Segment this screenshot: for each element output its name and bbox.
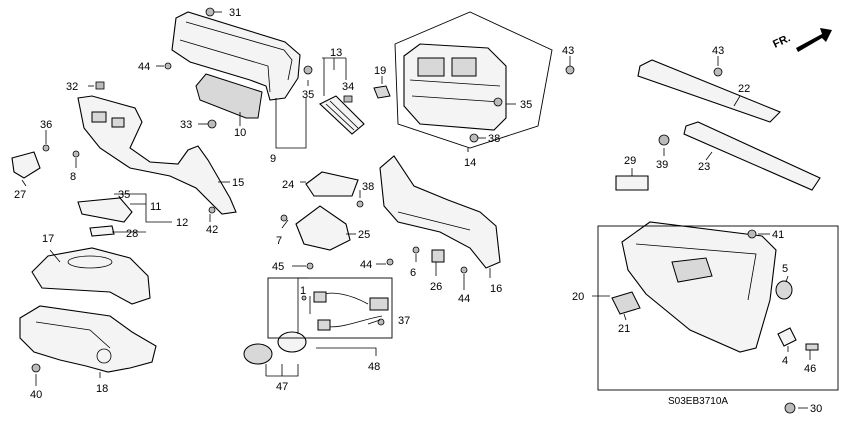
callout-44-a: 44	[138, 61, 150, 73]
diagram-code: S03EB3710A	[668, 396, 728, 407]
glove-box-part	[621, 221, 777, 353]
callout-38-b: 38	[488, 133, 500, 145]
label-29-part	[615, 175, 649, 191]
callout-30: 30	[810, 403, 822, 415]
front-direction-indicator: FR.	[771, 28, 832, 52]
callout-16: 16	[490, 283, 502, 295]
callout-31: 31	[229, 7, 241, 19]
pocket-24-part	[305, 171, 359, 197]
rail-23-part	[683, 121, 821, 191]
callout-40: 40	[30, 389, 42, 401]
callout-47: 47	[276, 381, 288, 393]
callout-19: 19	[374, 65, 386, 77]
callout-10: 10	[234, 127, 246, 139]
cap-19-part	[373, 85, 391, 99]
callout-48: 48	[368, 361, 380, 373]
callout-29: 29	[624, 155, 636, 167]
callout-28: 28	[126, 228, 138, 240]
callout-34: 34	[342, 81, 354, 93]
callout-9: 9	[270, 153, 276, 165]
callout-43-a: 43	[562, 45, 574, 57]
callout-23: 23	[698, 161, 710, 173]
callout-35-b: 35	[118, 189, 130, 201]
callout-45: 45	[272, 261, 284, 273]
center-panel-part	[403, 43, 507, 131]
latch-21-part	[611, 291, 641, 315]
bracket-25-part	[295, 205, 351, 251]
callout-8: 8	[70, 171, 76, 183]
harness-48-part	[313, 291, 389, 331]
callout-33: 33	[180, 119, 192, 131]
front-direction-label: FR.	[771, 32, 792, 50]
callout-32: 32	[66, 81, 78, 93]
meter-insert-part	[195, 73, 263, 119]
callout-37: 37	[398, 315, 410, 327]
column-cover-lower-part	[19, 305, 157, 373]
callout-42: 42	[206, 224, 218, 236]
callouts: 31 44 32 36 33 10 9 35 13 34 19 8 27 15 …	[14, 7, 822, 415]
callout-4: 4	[782, 355, 788, 367]
callout-21: 21	[618, 323, 630, 335]
callout-13: 13	[330, 47, 342, 59]
pin-46-part	[805, 343, 819, 351]
callout-5: 5	[782, 263, 788, 275]
callout-43-b: 43	[712, 45, 724, 57]
callout-35-a: 35	[302, 89, 314, 101]
hinge-4-part	[777, 327, 797, 347]
cap-26-part	[431, 249, 445, 263]
callout-41: 41	[772, 229, 784, 241]
callout-44-b: 44	[360, 259, 372, 271]
lower-lid-part	[77, 197, 133, 237]
callout-39: 39	[656, 159, 668, 171]
callout-11: 11	[150, 201, 161, 213]
callout-46: 46	[804, 363, 816, 375]
callout-17: 17	[42, 233, 54, 245]
callout-15: 15	[232, 177, 244, 189]
rail-22-part	[637, 59, 781, 123]
callout-36: 36	[40, 119, 52, 131]
callout-35-c: 35	[520, 99, 532, 111]
callout-22: 22	[738, 83, 750, 95]
callout-18: 18	[96, 383, 108, 395]
callout-26: 26	[430, 281, 442, 293]
callout-7: 7	[276, 235, 282, 247]
callout-27: 27	[14, 189, 26, 201]
socket-47-part	[243, 331, 307, 365]
column-cover-upper-part	[31, 247, 151, 305]
meter-visor-part	[171, 11, 301, 101]
group-boxes	[267, 11, 839, 391]
callout-25: 25	[358, 229, 370, 241]
callout-12: 12	[176, 217, 188, 229]
callout-44-c: 44	[458, 293, 470, 305]
callout-6: 6	[410, 267, 416, 279]
callout-1: 1	[300, 285, 306, 297]
bracket-27-part	[11, 151, 41, 179]
callout-20: 20	[572, 291, 584, 303]
grille-13-part	[319, 95, 365, 135]
callout-14: 14	[464, 157, 476, 169]
callout-24: 24	[282, 179, 294, 191]
driver-lower-cover-part	[77, 95, 237, 215]
callout-38-a: 38	[362, 181, 374, 193]
passenger-lower-cover-part	[379, 155, 501, 269]
damper-5-part	[775, 280, 793, 300]
